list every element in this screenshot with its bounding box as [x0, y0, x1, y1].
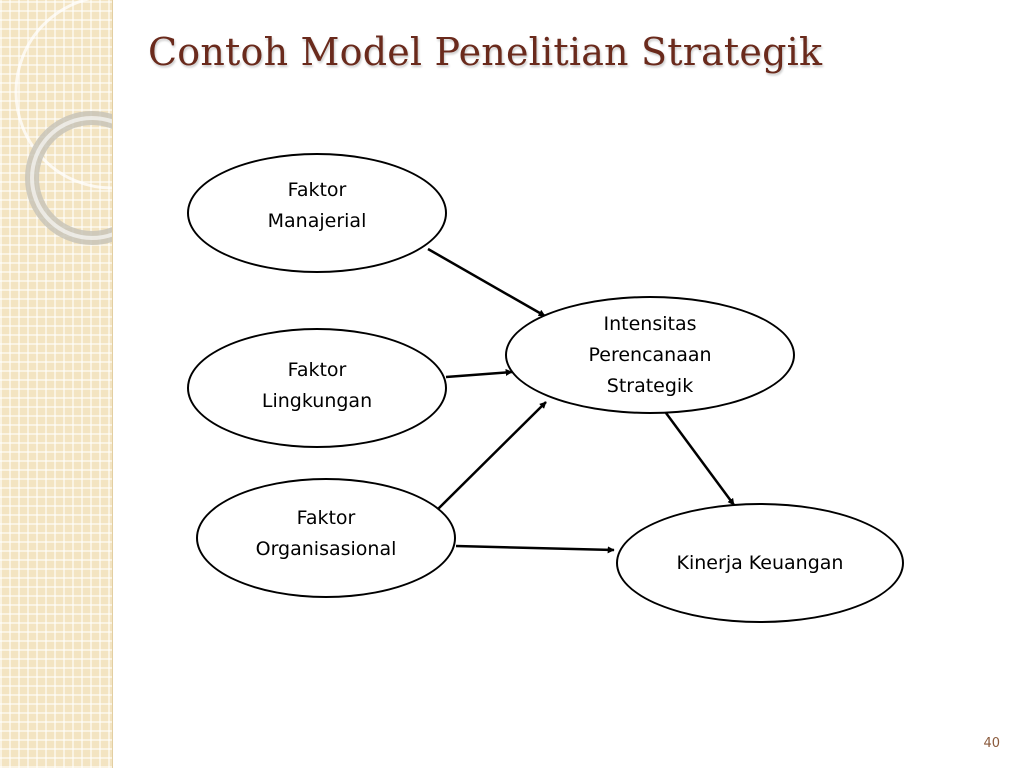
- edge-organisasional-to-kinerja: [455, 544, 615, 554]
- node-label-line: Lingkungan: [261, 390, 373, 412]
- node-label-line: Faktor: [287, 359, 347, 381]
- node-intensitas-perencanaan-strategik: Intensitas Perencanaan Strategik: [505, 296, 795, 414]
- node-label-line: Kinerja Keuangan: [676, 551, 844, 574]
- decorative-rings-icon: [14, 0, 112, 245]
- decorative-side-panel: [0, 0, 113, 768]
- node-label-line: Strategik: [606, 374, 694, 397]
- slide-title: Contoh Model Penelitian Strategik: [148, 30, 823, 74]
- node-label-line: Perencanaan: [588, 343, 712, 366]
- node-label-line: Intensitas: [603, 312, 697, 335]
- node-faktor-organisasional: Faktor Organisasional: [196, 478, 456, 598]
- node-kinerja-keuangan: Kinerja Keuangan: [616, 503, 904, 623]
- edge-intensitas-to-kinerja: [664, 412, 736, 506]
- edge-organisasional-to-intensitas: [436, 401, 547, 511]
- edge-lingkungan-to-intensitas: [445, 368, 513, 379]
- node-label-line: Manajerial: [267, 210, 367, 232]
- node-faktor-lingkungan: Faktor Lingkungan: [187, 328, 447, 448]
- node-faktor-manajerial: Faktor Manajerial: [187, 153, 447, 273]
- edge-manajerial-to-intensitas: [427, 247, 546, 318]
- node-label-line: Organisasional: [255, 538, 397, 560]
- page-number: 40: [983, 736, 1000, 751]
- node-label-line: Faktor: [296, 507, 356, 529]
- node-label-line: Faktor: [287, 179, 347, 201]
